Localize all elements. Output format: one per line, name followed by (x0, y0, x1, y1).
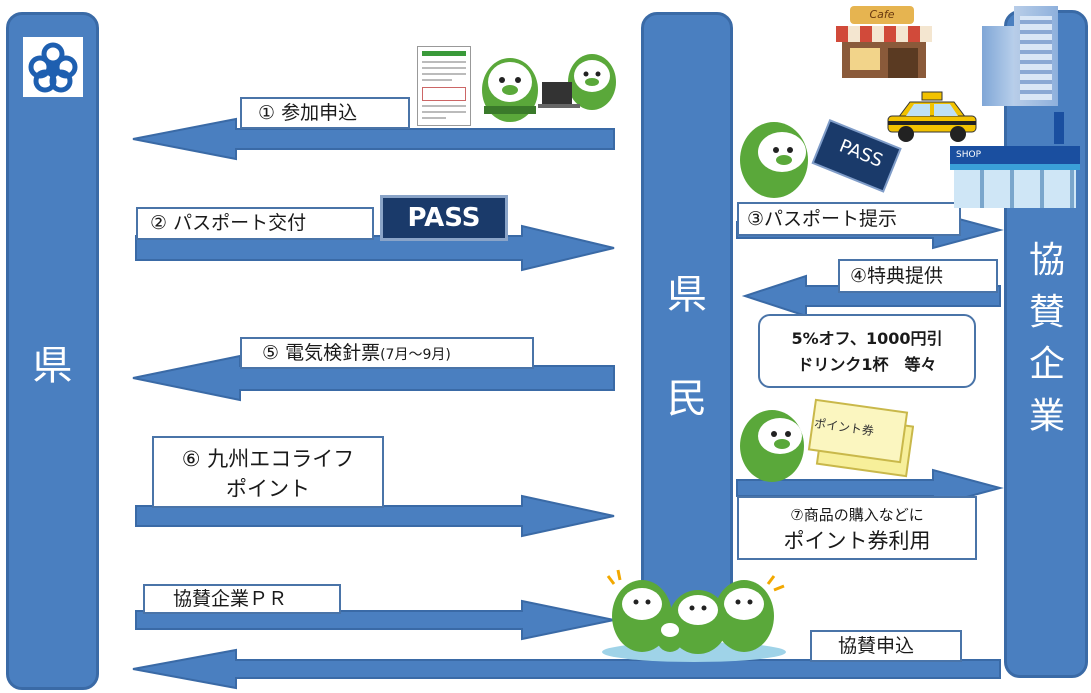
sponsor-column: 協賛企業 (1004, 10, 1088, 678)
flow-label-7-line-1: ⑦商品の購入などに (790, 506, 924, 524)
flow-label-sponsor-apply: 協賛申込 (810, 630, 962, 662)
pass-card: PASS (380, 195, 508, 241)
mascot-icon (482, 58, 538, 122)
arrow-sponsor-apply (132, 648, 1001, 690)
shop-illustration: SHOP (950, 112, 1080, 208)
mascot-with-laptop-icon (538, 54, 616, 110)
arrow-sponsor-pr (135, 599, 615, 641)
flow-label-6-line-2: ポイント (226, 477, 310, 501)
flow-label-pr: 協賛企業ＰＲ (143, 584, 341, 614)
benefit-line-1: 5%オフ、1000円引 (791, 329, 943, 348)
application-form-illustration (417, 46, 471, 126)
arrow-apply-participation (132, 117, 615, 161)
sponsor-label: 協賛企業 (1028, 240, 1065, 437)
emblem-icon (28, 42, 78, 93)
mascot-with-point-ticket-icon (740, 398, 914, 482)
taxi-icon (887, 91, 977, 142)
prefecture-emblem (23, 37, 83, 97)
flow-label-5: ⑤ 電気検針票(7月～9月) (240, 337, 534, 369)
flow-label-4: ④特典提供 (838, 259, 998, 293)
prefecture-column: 県 (6, 12, 99, 690)
prefecture-label: 県 (32, 343, 73, 389)
benefit-note: 5%オフ、1000円引 ドリンク1杯 等々 (758, 314, 976, 388)
flow-label-7-line-2: ポイント券利用 (783, 529, 931, 553)
flow-label-3: ③パスポート提示 (737, 202, 961, 236)
mascot-group-icon (602, 569, 786, 662)
flow-label-5-period: (7月～9月) (380, 347, 451, 363)
citizen-column: 県民 (641, 12, 733, 612)
flow-label-6-line-1: ⑥ 九州エコライフ (181, 447, 355, 471)
office-building-illustration (974, 6, 1064, 110)
cafe-illustration: Cafe (836, 6, 932, 78)
flow-label-2: ② パスポート交付 (136, 207, 374, 240)
benefit-line-2: ドリンク1杯 等々 (797, 355, 937, 374)
flow-label-1: ① 参加申込 (240, 97, 410, 129)
citizen-label: 県民 (667, 272, 707, 422)
flow-label-7: ⑦商品の購入などに ポイント券利用 (737, 496, 977, 560)
mascot-with-pass-icon (740, 119, 902, 198)
flow-label-6: ⑥ 九州エコライフ ポイント (152, 436, 384, 508)
